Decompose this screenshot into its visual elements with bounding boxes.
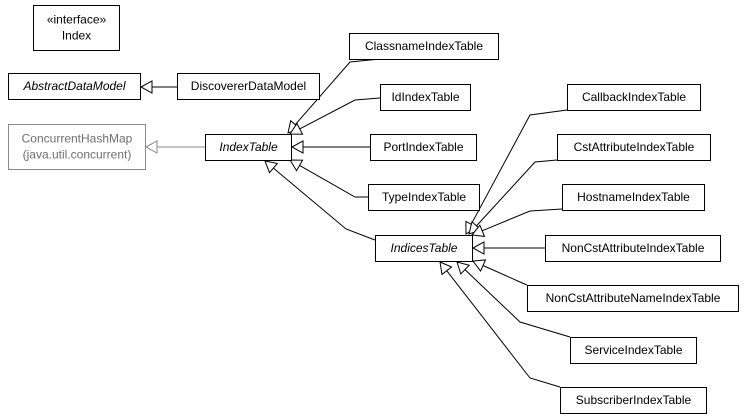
class-box <box>8 124 146 170</box>
class-id-index-table[interactable]: IdIndexTable <box>380 84 471 111</box>
generalization-hostname-index-table <box>471 208 563 237</box>
generalization-port-index-table <box>290 140 370 154</box>
generalization-index-table <box>144 140 205 154</box>
class-cst-attribute-index-table[interactable]: CstAttributeIndexTable <box>557 134 711 161</box>
class-box <box>562 184 705 211</box>
generalization-arrowhead <box>289 122 304 135</box>
class-subscriber-index-table[interactable]: SubscriberIndexTable <box>560 387 707 414</box>
class-box <box>205 134 292 161</box>
stereotype-label: «interface» <box>47 13 107 27</box>
class-box <box>33 5 120 51</box>
generalization-arrowhead <box>264 160 279 174</box>
class-box <box>370 134 477 161</box>
generalization-arrowhead <box>439 261 453 276</box>
class-hostname-index-table[interactable]: HostnameIndexTable <box>562 184 705 211</box>
generalization-callback-index-table <box>465 109 568 235</box>
class-name-label: Index <box>62 29 91 43</box>
class-name-label: ConcurrentHashMap <box>22 132 133 146</box>
class-box <box>560 387 707 414</box>
generalization-arrowhead <box>471 224 486 237</box>
class-port-index-table[interactable]: PortIndexTable <box>370 134 477 161</box>
generalization-non-cst-attribute-name-index-table <box>472 259 528 286</box>
generalization-arrowhead <box>456 261 471 275</box>
class-box <box>570 337 697 364</box>
class-box <box>368 184 480 211</box>
class-box <box>375 235 473 262</box>
class-box <box>8 73 141 100</box>
generalization-type-index-table <box>289 159 368 198</box>
generalization-indices-table <box>264 160 376 241</box>
class-abstract-data-model[interactable]: AbstractDataModel <box>8 73 141 100</box>
class-name-label: PortIndexTable <box>383 140 463 154</box>
class-concurrent-hash-map[interactable]: ConcurrentHashMap (java.util.concurrent) <box>8 124 146 170</box>
generalization-arrowhead <box>472 259 487 272</box>
generalization-arrowhead <box>144 140 158 154</box>
class-name-label: AbstractDataModel <box>22 79 125 93</box>
class-name-label: ClassnameIndexTable <box>365 39 483 53</box>
class-name-label: IndicesTable <box>391 241 458 255</box>
generalization-cst-attribute-index-table <box>468 159 558 235</box>
class-box <box>557 134 711 161</box>
class-indices-table[interactable]: IndicesTable <box>375 235 473 262</box>
class-callback-index-table[interactable]: CallbackIndexTable <box>567 84 701 111</box>
generalization-service-index-table <box>456 261 571 338</box>
class-index-table[interactable]: IndexTable <box>205 134 292 161</box>
class-name-label: NonCstAttributeIndexTable <box>562 241 705 255</box>
class-name-label: NonCstAttributeNameIndexTable <box>546 291 721 305</box>
generalization-arrowhead <box>290 140 304 154</box>
class-name-label: DiscovererDataModel <box>191 79 306 93</box>
class-non-cst-attribute-name-index-table[interactable]: NonCstAttributeNameIndexTable <box>527 285 739 312</box>
class-name-label: SubscriberIndexTable <box>576 393 692 407</box>
class-name-label: HostnameIndexTable <box>577 190 690 204</box>
class-name-label: IndexTable <box>219 140 278 154</box>
generalization-arrowhead <box>289 159 304 172</box>
class-name-label: CstAttributeIndexTable <box>574 140 695 154</box>
class-service-index-table[interactable]: ServiceIndexTable <box>570 337 697 364</box>
class-discoverer-data-model[interactable]: DiscovererDataModel <box>177 73 320 100</box>
generalization-discoverer-data-model <box>139 80 177 94</box>
class-name-label: CallbackIndexTable <box>582 90 686 104</box>
class-index[interactable]: «interface» Index <box>33 5 120 51</box>
generalization-subscriber-index-table <box>439 261 561 388</box>
generalization-non-cst-attribute-index-table <box>471 241 545 255</box>
class-box <box>527 285 739 312</box>
class-box <box>567 84 701 111</box>
class-box <box>349 33 499 60</box>
class-box <box>380 84 471 111</box>
class-non-cst-attribute-index-table[interactable]: NonCstAttributeIndexTable <box>545 235 721 262</box>
class-name-label: ServiceIndexTable <box>584 343 682 357</box>
class-type-index-table[interactable]: TypeIndexTable <box>368 184 480 211</box>
class-box <box>545 235 721 262</box>
generalization-id-index-table <box>289 97 381 135</box>
generalization-arrowhead <box>139 80 153 94</box>
generalization-arrowhead <box>471 241 485 255</box>
class-classname-index-table[interactable]: ClassnameIndexTable <box>349 33 499 60</box>
class-box <box>177 73 320 100</box>
class-name-label: (java.util.concurrent) <box>23 148 132 162</box>
class-name-label: TypeIndexTable <box>382 190 466 204</box>
relation-edges <box>139 58 571 388</box>
class-name-label: IdIndexTable <box>391 90 459 104</box>
